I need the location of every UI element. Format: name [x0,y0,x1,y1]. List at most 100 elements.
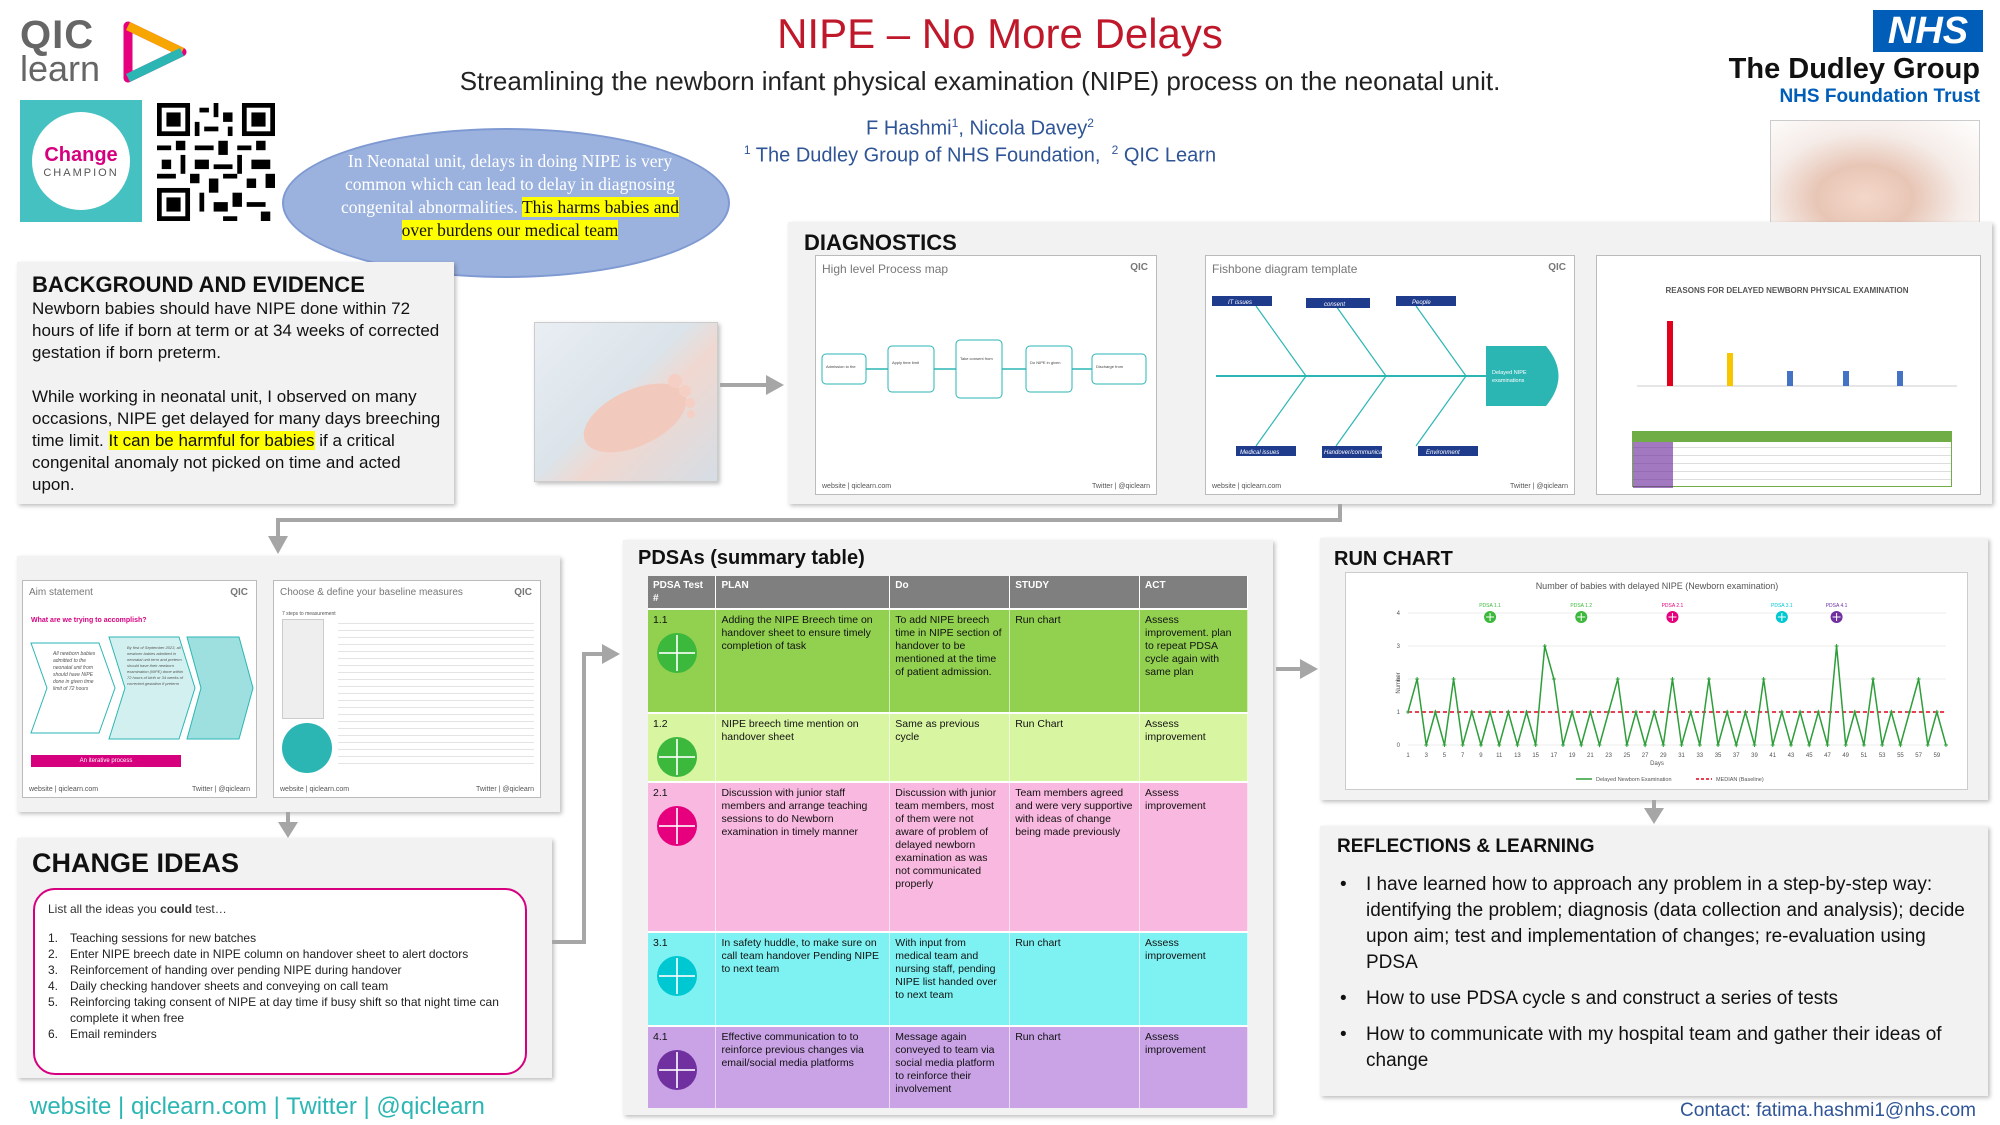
fishbone-title: Fishbone diagram template [1212,262,1358,276]
list-item: 1.Teaching sessions for new batches [48,931,257,945]
reflections-panel [1320,826,1988,1096]
ci-intro-end: test… [192,902,227,916]
data-point [1469,710,1474,714]
aim-chevrons [30,636,254,740]
data-point [1934,710,1939,714]
qic-logo-text: QIC [20,13,95,57]
footer-website-link[interactable]: website | qiclearn.com | Twitter | @qicl… [30,1093,485,1120]
x-tick-label: 55 [1897,753,1904,759]
data-point [1798,710,1803,714]
organisation-name: The Dudley Group [1728,53,1980,85]
pdsa-title: PDSAs (summary table) [638,547,865,569]
data-point [1551,677,1556,681]
slide-footer-right: Twitter | @qiclearn [1092,483,1150,490]
data-point [1633,710,1638,714]
bg-p2-highlight: It can be harmful for babies [108,431,315,450]
data-point [1706,677,1711,681]
x-tick-label: 47 [1824,753,1831,759]
slide-footer-left: website | qiclearn.com [1212,483,1282,490]
data-point [1579,743,1584,747]
slide-footer-right: Twitter | @qiclearn [192,786,250,793]
list-item: 5.Reinforcing taking consent of NIPE at … [48,995,499,1025]
x-tick-label: 41 [1769,753,1776,759]
data-point [1533,743,1538,747]
fishbone-diagram: IT issues consent People Medical issues … [1212,296,1559,458]
legend-median: MEDIAN (Baseline) [1716,777,1764,783]
measures-graphic [282,619,324,719]
process-map-slide: High level Process map QIC Admission to … [815,255,1157,495]
table-row: 1.2 NIPE breech time mention on handover… [648,712,1248,782]
connector-aim-down [286,812,290,824]
data-point [1770,743,1775,747]
connector-horizontal [276,518,1342,522]
fishbone-head: Delayed NIPE [1492,370,1527,376]
y-axis-label: Number [1396,672,1402,693]
y-tick-label: 3 [1397,644,1401,650]
data-point [1889,710,1894,714]
data-point [1661,743,1666,747]
pdsa-marker-label: PDSA 1.1 [1479,603,1501,609]
x-tick-label: 23 [1605,753,1612,759]
data-point [1944,743,1948,747]
contact-email[interactable]: Contact: fatima.hashmi1@nhs.com [1680,1100,1976,1121]
arrow-head-icon [602,644,620,664]
data-point [1779,710,1784,714]
slide-footer-right: Twitter | @qiclearn [476,786,534,793]
change-champion-badge: Change CHAMPION [20,100,142,222]
bubble-text: In Neonatal unit, delays in doing NIPE i… [330,150,690,242]
slide-footer-left: website | qiclearn.com [280,786,350,793]
data-point [1843,743,1848,747]
table-row: 3.1 In safety huddle, to make sure on ca… [648,931,1248,1026]
data-point [1424,743,1429,747]
process-step-2: Apply time limit [892,360,920,365]
data-point [1816,710,1821,714]
ci-intro-start: List all the ideas you [48,902,161,916]
author-1-sup: 1 [951,116,959,130]
arrow-head-down-icon [268,536,288,554]
fishbone-cat-5: Handover/communication [1324,450,1393,456]
fishbone-head-2: examinations [1492,378,1525,384]
slide-qic-logo: QIC [1548,262,1566,273]
affil-2-sup: 2 [1111,143,1119,157]
x-tick-label: 13 [1514,753,1521,759]
change-ideas-list: 1.Teaching sessions for new batches 2.En… [48,930,518,1042]
pdsa-marker-cross [1668,613,1677,621]
data-point [1433,710,1438,714]
x-tick-label: 29 [1660,753,1667,759]
fishbone-cat-6: Environment [1426,450,1460,456]
table-header-row: PDSA Test # PLAN Do STUDY ACT [648,576,1248,609]
data-point [1506,710,1511,714]
pdsa-cycle-icon [657,1050,697,1090]
x-tick-label: 27 [1642,753,1649,759]
data-point [1697,743,1702,747]
run-chart-title: RUN CHART [1334,548,1453,570]
data-point [1679,743,1684,747]
process-map-title: High level Process map [822,262,949,276]
aim-question: What are we trying to accomplish? [31,617,147,624]
affiliations: 1 The Dudley Group of NHS Foundation, 2 … [0,143,1960,168]
x-tick-label: 33 [1696,753,1703,759]
poster-subtitle: Streamlining the newborn infant physical… [459,66,1501,96]
x-tick-label: 11 [1496,753,1503,759]
data-point [1871,677,1876,681]
x-tick-label: 35 [1715,753,1722,759]
table-row: 1.1 Adding the NIPE Breech time on hando… [648,608,1248,713]
process-step-4: Do NIPE in given [1030,360,1060,365]
connector-ci-right [552,940,584,944]
pdsa-cycle-icon [657,737,697,777]
pdsa-marker-cross [1486,613,1495,621]
data-point [1451,677,1456,681]
reflections-title: REFLECTIONS & LEARNING [1337,836,1595,857]
aim-box-1: All newborn babies admitted to the neona… [53,651,96,692]
data-point [1825,743,1830,747]
baby-foot-photo [534,322,718,482]
x-tick-label: 51 [1861,753,1868,759]
data-point [1515,743,1520,747]
data-point [1743,710,1748,714]
list-item: •How to communicate with my hospital tea… [1340,1024,1942,1071]
qr-code-icon[interactable] [156,103,276,221]
data-point [1488,710,1493,714]
change-ideas-title: CHANGE IDEAS [32,848,240,878]
reflections-list: •I have learned how to approach any prob… [1340,872,1980,1084]
data-point [1606,710,1611,714]
